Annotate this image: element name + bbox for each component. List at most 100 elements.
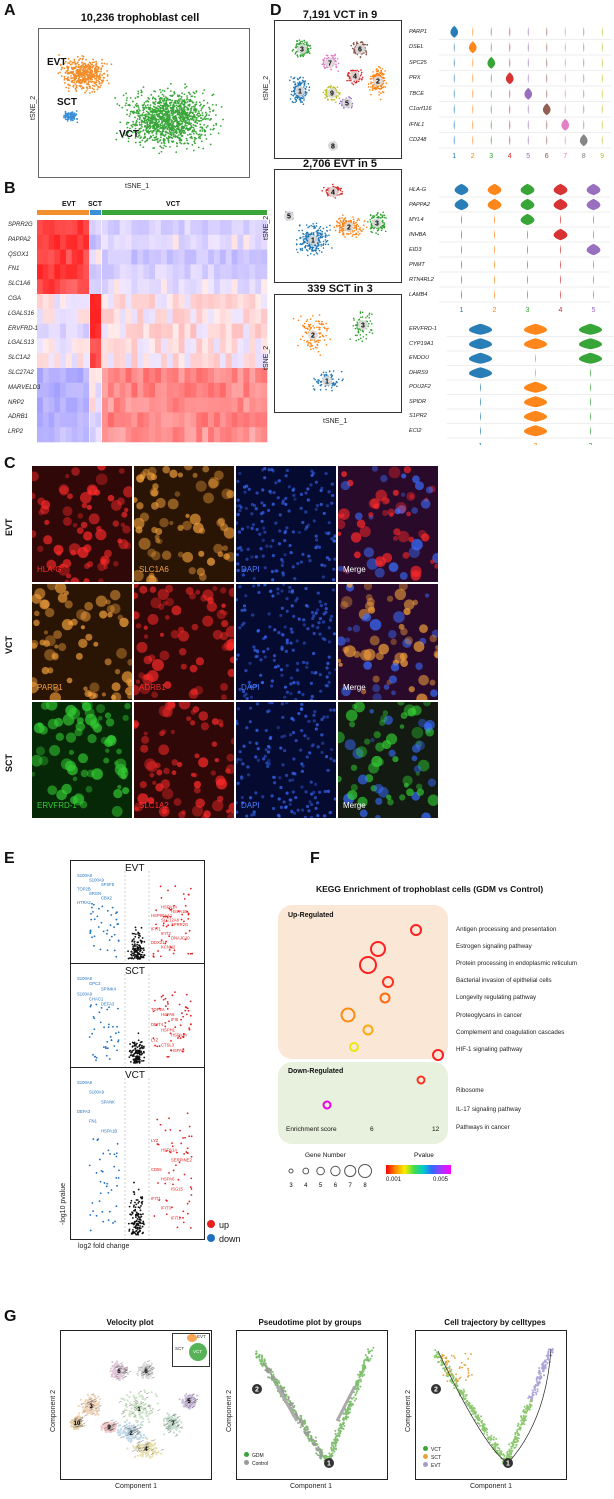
violin-vct-PRX-7 <box>564 73 566 84</box>
pseudotime-cells <box>254 1346 375 1466</box>
micrograph-evt-2: DAPI <box>236 466 336 582</box>
violin-vct-SPC25-5 <box>527 57 529 68</box>
volcano-gene-label: IFI6 <box>171 1017 179 1022</box>
volcano-gene-label: HSPA1A <box>161 1148 177 1153</box>
channel-label: DAPI <box>241 565 260 574</box>
violin-vct-DSEL-5 <box>527 42 529 53</box>
violin-evt-INHBA-2 <box>494 229 495 240</box>
pseudotime-state-badge-1: 1 <box>324 1458 334 1468</box>
micrograph-vct-1: ADRB1 <box>134 584 234 700</box>
velocity-cluster-2 <box>116 1420 147 1444</box>
violin-evt-PNMT-4 <box>560 259 561 270</box>
velocity-cluster-label: 4 <box>144 1447 148 1453</box>
volcano-gene-label: S100A9 <box>89 877 105 882</box>
violin-vct-DSEL-1 <box>453 42 455 53</box>
volcano-gene-label: HSP90AA1 <box>151 913 173 918</box>
violin-vct-C1orf116-4 <box>509 104 511 115</box>
violin-evt-MYL4-4 <box>560 214 561 225</box>
panel-b-heatmap <box>37 210 268 443</box>
panel-b-group-evt: EVT <box>62 201 76 208</box>
channel-label: HLA-G <box>37 565 62 574</box>
violin-vct-SPC25-2 <box>472 57 474 68</box>
velocity-cluster-label: 1 <box>137 1407 141 1413</box>
panel-g-inset: EVT SCT VCT <box>172 1333 210 1367</box>
violin-cluster-label: 1 <box>460 307 464 314</box>
violin-vct-CD248-6 <box>546 135 548 146</box>
volcano-gene-label: LYZ <box>151 1138 159 1143</box>
violin-gene-sct-6: S1PR2 <box>409 413 427 420</box>
violin-evt-INHBA-1 <box>461 229 462 240</box>
inset-vct-label: VCT <box>193 1349 202 1354</box>
panel-f-pvalue-tick-2: 0.005 <box>433 1177 449 1183</box>
violin-gene-sct-1: CYP19A1 <box>409 340 434 347</box>
volcano-gene-label: S100A8 <box>77 1080 93 1085</box>
panel-letter-b: B <box>4 180 16 197</box>
kegg-bubble-9 <box>416 1075 426 1085</box>
violin-evt-LAMB4-5 <box>593 289 594 300</box>
violin-vct-TBCE-9 <box>601 88 603 99</box>
cluster-badge-5: 5 <box>284 211 294 221</box>
volcano-gene-label: SRGN <box>89 891 101 896</box>
inset-evt-blob <box>187 1334 197 1342</box>
violin-evt-EID3-5 <box>586 243 601 256</box>
violin-sct-POU2F2-3 <box>590 382 591 393</box>
violin-vct-DSEL-6 <box>546 42 548 53</box>
panel-g-velocity-title: Velocity plot <box>106 1318 154 1327</box>
volcano-points-0 <box>89 885 194 960</box>
violin-evt-HLA-G-3 <box>520 183 535 196</box>
violin-evt-RTN4RL2-2 <box>494 274 495 285</box>
kegg-bubble-5 <box>340 1007 356 1023</box>
kegg-bubble-2 <box>359 956 377 974</box>
violin-sct-ECI2-1 <box>480 425 481 436</box>
violin-vct-PARP1-1 <box>450 25 459 38</box>
violin-evt-LAMB4-3 <box>527 289 528 300</box>
kegg-down-term-2: Pathways in cancer <box>456 1124 510 1131</box>
panel-d-ylabel-3: tSNE_2 <box>263 345 270 370</box>
violin-cluster-label: 1 <box>479 443 483 445</box>
volcano-gene-label: CBX2 <box>101 895 113 900</box>
volcano-gene-label: CTSL3 <box>161 1043 175 1048</box>
volcano-gene-label: IFIT2 <box>161 931 171 936</box>
violin-vct-IFNL1-6 <box>546 119 548 130</box>
violin-evt-INHBA-5 <box>593 229 594 240</box>
violin-vct-C1orf116-3 <box>490 104 492 115</box>
kegg-down-term-0: Ribosome <box>456 1087 484 1094</box>
violin-gene-vct-3: PRX <box>409 75 421 82</box>
violin-sct-S1PR2-1 <box>480 411 481 422</box>
violin-vct-SPC25-4 <box>509 57 511 68</box>
violin-evt-RTN4RL2-1 <box>461 274 462 285</box>
panel-c-row-vct: VCT <box>4 636 14 654</box>
violin-evt-PAPPA2-5 <box>586 198 601 211</box>
volcano-gene-label: CHAC1 <box>89 997 104 1002</box>
violin-sct-SPIDR-2 <box>523 396 548 408</box>
group-bar-vct <box>102 210 267 215</box>
cluster-badge-4: 4 <box>328 187 338 197</box>
panel-letter-f: F <box>310 850 320 867</box>
channel-label: Merge <box>343 801 366 810</box>
size-legend-label: 6 <box>334 1183 338 1189</box>
gene-label-qsox1: QSOX1 <box>8 251 29 258</box>
kegg-up-term-6: Complement and coagulation cascades <box>456 1028 565 1036</box>
kegg-up-term-0: Antigen processing and presentation <box>456 926 557 933</box>
heatmap-row-SLC1A2 <box>37 353 268 369</box>
violin-sct-POU2F2-2 <box>523 381 548 393</box>
violin-vct-DSEL-2 <box>468 41 477 54</box>
violin-evt-MYL4-3 <box>520 213 535 226</box>
heatmap-row-ADRB1 <box>37 412 268 428</box>
gene-label-marveld3: MARVELD3 <box>8 384 41 391</box>
velocity-cluster-9 <box>100 1419 119 1434</box>
volcano-gene-label: DEFA3 <box>101 1002 115 1007</box>
volcano-gene-label: KCNN2 <box>161 945 176 950</box>
volcano-gene-label: DEFA3 <box>77 1109 91 1114</box>
size-legend-bubble-8 <box>358 1164 372 1178</box>
violin-vct-IFNL1-5 <box>527 119 529 130</box>
panel-b-group-vct: VCT <box>166 201 180 208</box>
gene-label-sprr2g: SPRR2G <box>8 222 33 228</box>
violin-cluster-label: 2 <box>534 443 538 445</box>
panel-f-gene-number-label: Gene Number <box>305 1152 346 1159</box>
cluster-badge-2: 2 <box>308 330 318 340</box>
velocity-cluster-10 <box>69 1415 86 1431</box>
micrograph-vct-0: PARP1 <box>32 584 132 700</box>
velocity-cluster-label: 3 <box>89 1404 93 1410</box>
